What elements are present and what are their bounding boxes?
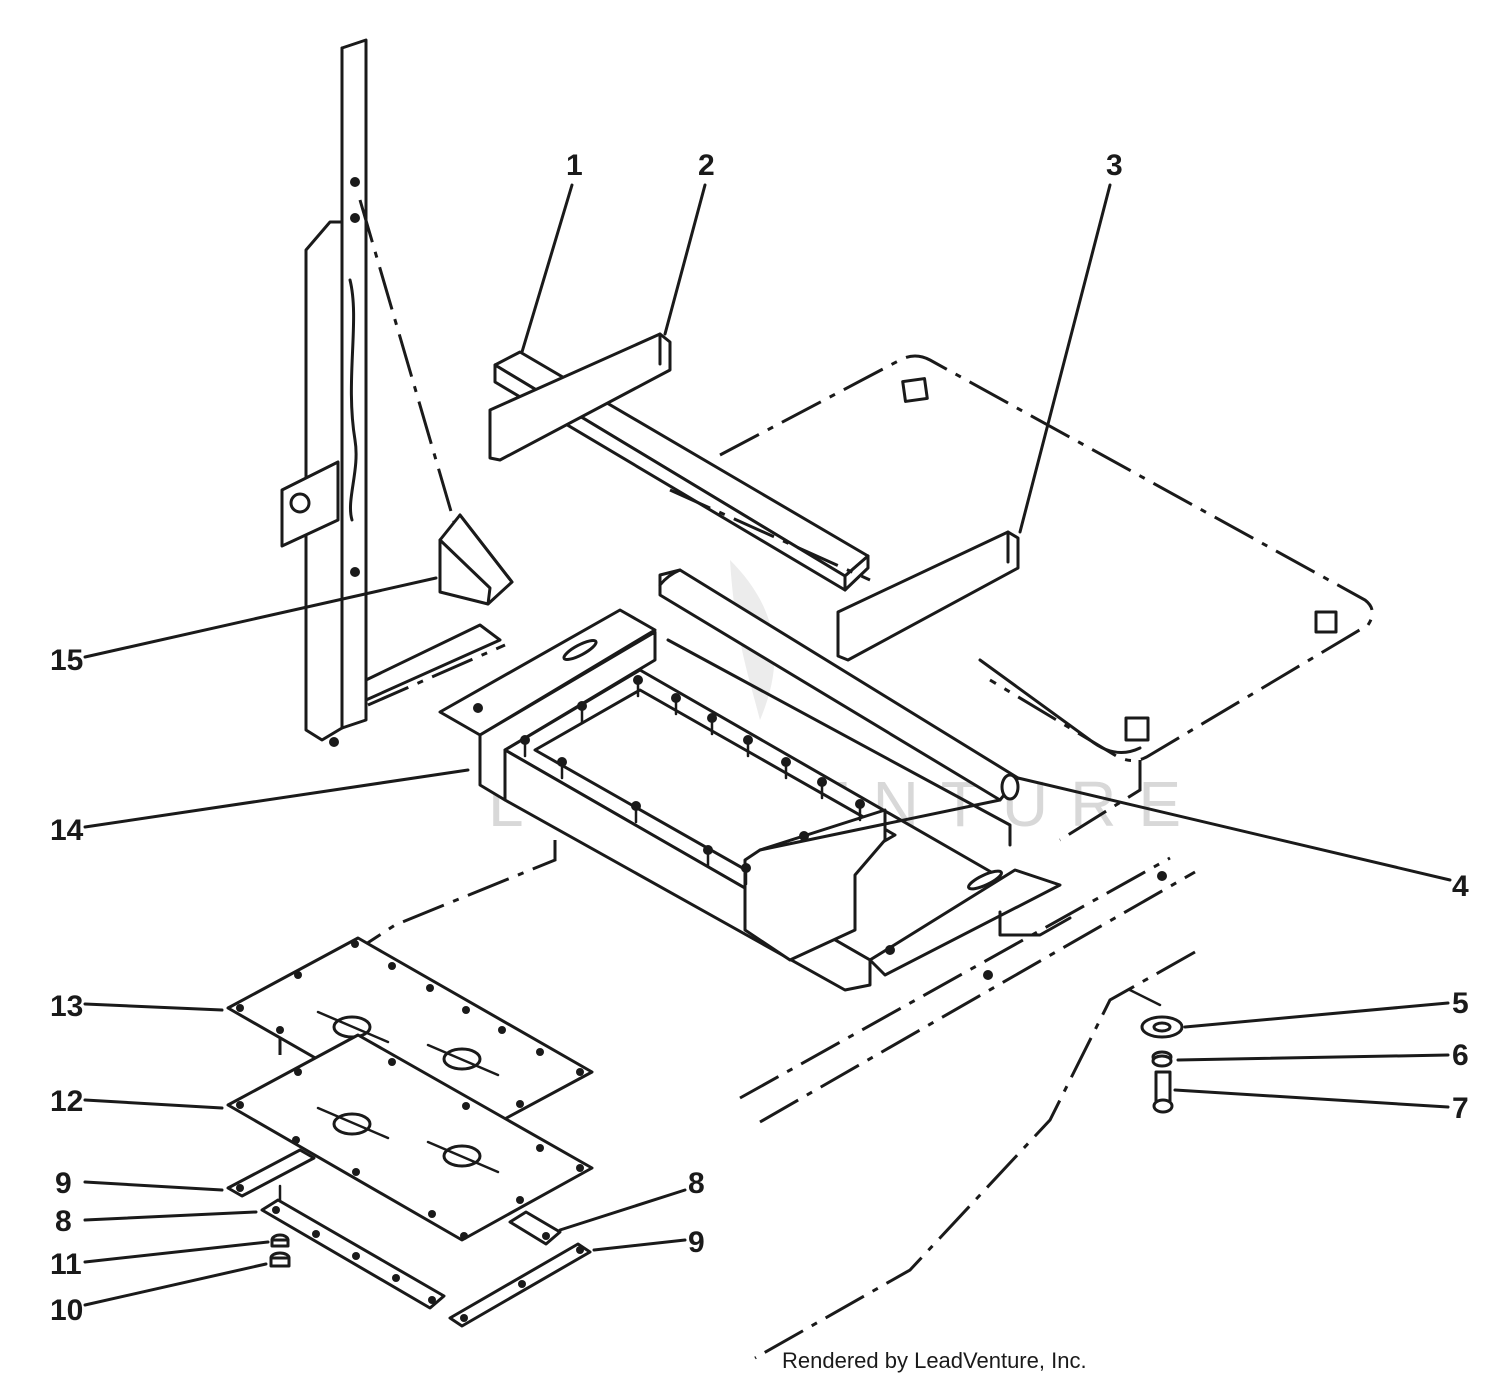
callout-7: 7 xyxy=(1452,1092,1469,1125)
part-5-washer xyxy=(1140,1015,1184,1039)
part-6-lock-washer xyxy=(1151,1050,1173,1068)
callout-8-left: 8 xyxy=(55,1205,72,1238)
part-4-rail xyxy=(658,568,1020,802)
callout-1: 1 xyxy=(566,149,583,182)
callout-2: 2 xyxy=(698,149,715,182)
callout-6: 6 xyxy=(1452,1039,1469,1072)
bar-hidden-line xyxy=(669,488,871,582)
vertical-post xyxy=(304,38,502,747)
part-8-strip-left xyxy=(260,1184,446,1310)
chassis-outline xyxy=(278,760,1196,1360)
callout-9-left: 9 xyxy=(55,1167,72,1200)
bracket-centerline xyxy=(358,199,457,526)
leader-lines xyxy=(83,183,1452,1307)
callout-11: 11 xyxy=(50,1248,82,1281)
callout-12: 12 xyxy=(50,1085,83,1118)
callout-5: 5 xyxy=(1452,987,1469,1020)
post-mounting-tab xyxy=(280,460,340,548)
part-12-mounting-plate xyxy=(226,1033,594,1242)
callout-15: 15 xyxy=(50,644,83,677)
part-14-main-frame xyxy=(438,608,1062,992)
part-13-gasket-plate xyxy=(226,936,594,1144)
callout-9-right: 9 xyxy=(688,1226,705,1259)
part-7-bolt xyxy=(1152,1070,1174,1114)
part-15-wedge-bracket xyxy=(438,513,514,606)
callout-8-right: 8 xyxy=(688,1167,705,1200)
post-base-centerline xyxy=(367,643,506,707)
callout-14: 14 xyxy=(50,814,84,847)
callout-13: 13 xyxy=(50,990,83,1023)
part-8-strip-right xyxy=(508,1210,562,1246)
render-credit: Rendered by LeadVenture, Inc. xyxy=(782,1348,1087,1373)
part-10-nut xyxy=(269,1251,291,1268)
part-9-strip-left xyxy=(226,1148,316,1198)
part-9-strip-right xyxy=(448,1242,592,1328)
part-3-side-plate xyxy=(836,530,1020,662)
seat-base-plate xyxy=(719,354,1374,762)
callout-4: 4 xyxy=(1452,870,1469,903)
callout-10: 10 xyxy=(50,1294,83,1327)
callout-3: 3 xyxy=(1106,149,1123,182)
part-2-side-plate xyxy=(488,332,672,462)
part-11-nut xyxy=(270,1233,290,1248)
